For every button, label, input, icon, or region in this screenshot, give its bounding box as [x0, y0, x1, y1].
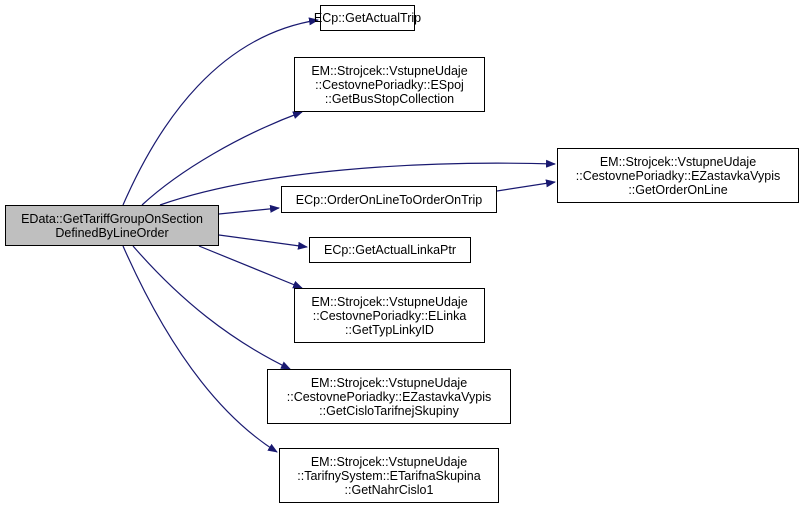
node-label-line: EM::Strojcek::VstupneUdaje — [311, 63, 468, 78]
node-label-line: ECp::GetActualTrip — [313, 11, 422, 25]
node-get-order-on-line[interactable]: EM::Strojcek::VstupneUdaje ::CestovnePor… — [557, 148, 799, 203]
node-label-line: ::CestovnePoriadky::EZastavkaVypis — [286, 389, 492, 404]
call-edge-root-n6 — [198, 245, 303, 289]
node-label-line: EM::Strojcek::VstupneUdaje — [310, 375, 468, 390]
node-label-line: DefinedByLineOrder — [55, 225, 169, 240]
node-label-line: ::GetBusStopCollection — [324, 91, 455, 106]
node-label-line: ECp::OrderOnLineToOrderOnTrip — [295, 192, 483, 207]
node-label-line: ::CestovnePoriadky::EZastavkaVypis — [575, 168, 781, 183]
node-label-line: ::TarifnySystem::ETarifnaSkupina — [297, 468, 481, 483]
call-edge-root-n5 — [218, 234, 308, 250]
node-order-on-line-to-order-on-trip[interactable]: ECp::OrderOnLineToOrderOnTrip — [281, 186, 497, 213]
node-label-line: ::CestovnePoriadky::ESpoj — [315, 77, 464, 92]
node-label-line: ECp::GetActualLinkaPtr — [323, 243, 456, 257]
call-edge-n4-n3 — [496, 179, 556, 192]
call-edge-root-n2 — [141, 111, 303, 206]
node-label-line: EData::GetTariffGroupOnSection — [21, 211, 203, 226]
node-label-line: ::GetOrderOnLine — [628, 182, 728, 197]
call-edge-root-n4 — [218, 204, 280, 215]
node-label-line: ::GetNahrCislo1 — [344, 482, 434, 497]
node-label-line: EM::Strojcek::VstupneUdaje — [599, 154, 757, 169]
node-get-actual-linka-ptr[interactable]: ECp::GetActualLinkaPtr — [309, 237, 471, 263]
node-label-line: ::GetCisloTarifnejSkupiny — [319, 403, 459, 418]
call-edge-root-n1 — [122, 17, 319, 206]
node-label-line: EM::Strojcek::VstupneUdaje — [311, 294, 468, 309]
node-get-nahr-cislo1[interactable]: EM::Strojcek::VstupneUdaje ::TarifnySyst… — [279, 448, 499, 503]
call-edge-root-n3 — [159, 159, 556, 206]
node-get-bus-stop-collection[interactable]: EM::Strojcek::VstupneUdaje ::CestovnePor… — [294, 57, 485, 112]
node-label-line: EM::Strojcek::VstupneUdaje — [310, 454, 468, 469]
node-get-actual-trip[interactable]: ECp::GetActualTrip — [314, 5, 421, 31]
root-function-node[interactable]: EData::GetTariffGroupOnSection DefinedBy… — [5, 205, 219, 246]
call-edge-root-n8 — [122, 245, 278, 453]
node-label-line: ::CestovnePoriadky::ELinka — [312, 308, 467, 323]
node-get-cislo-tarifnej-skupiny[interactable]: EM::Strojcek::VstupneUdaje ::CestovnePor… — [267, 369, 511, 424]
node-get-typ-linky-id[interactable]: EM::Strojcek::VstupneUdaje ::CestovnePor… — [294, 288, 485, 343]
node-label-line: ::GetTypLinkyID — [345, 322, 434, 337]
call-edge-root-n7 — [132, 245, 291, 370]
